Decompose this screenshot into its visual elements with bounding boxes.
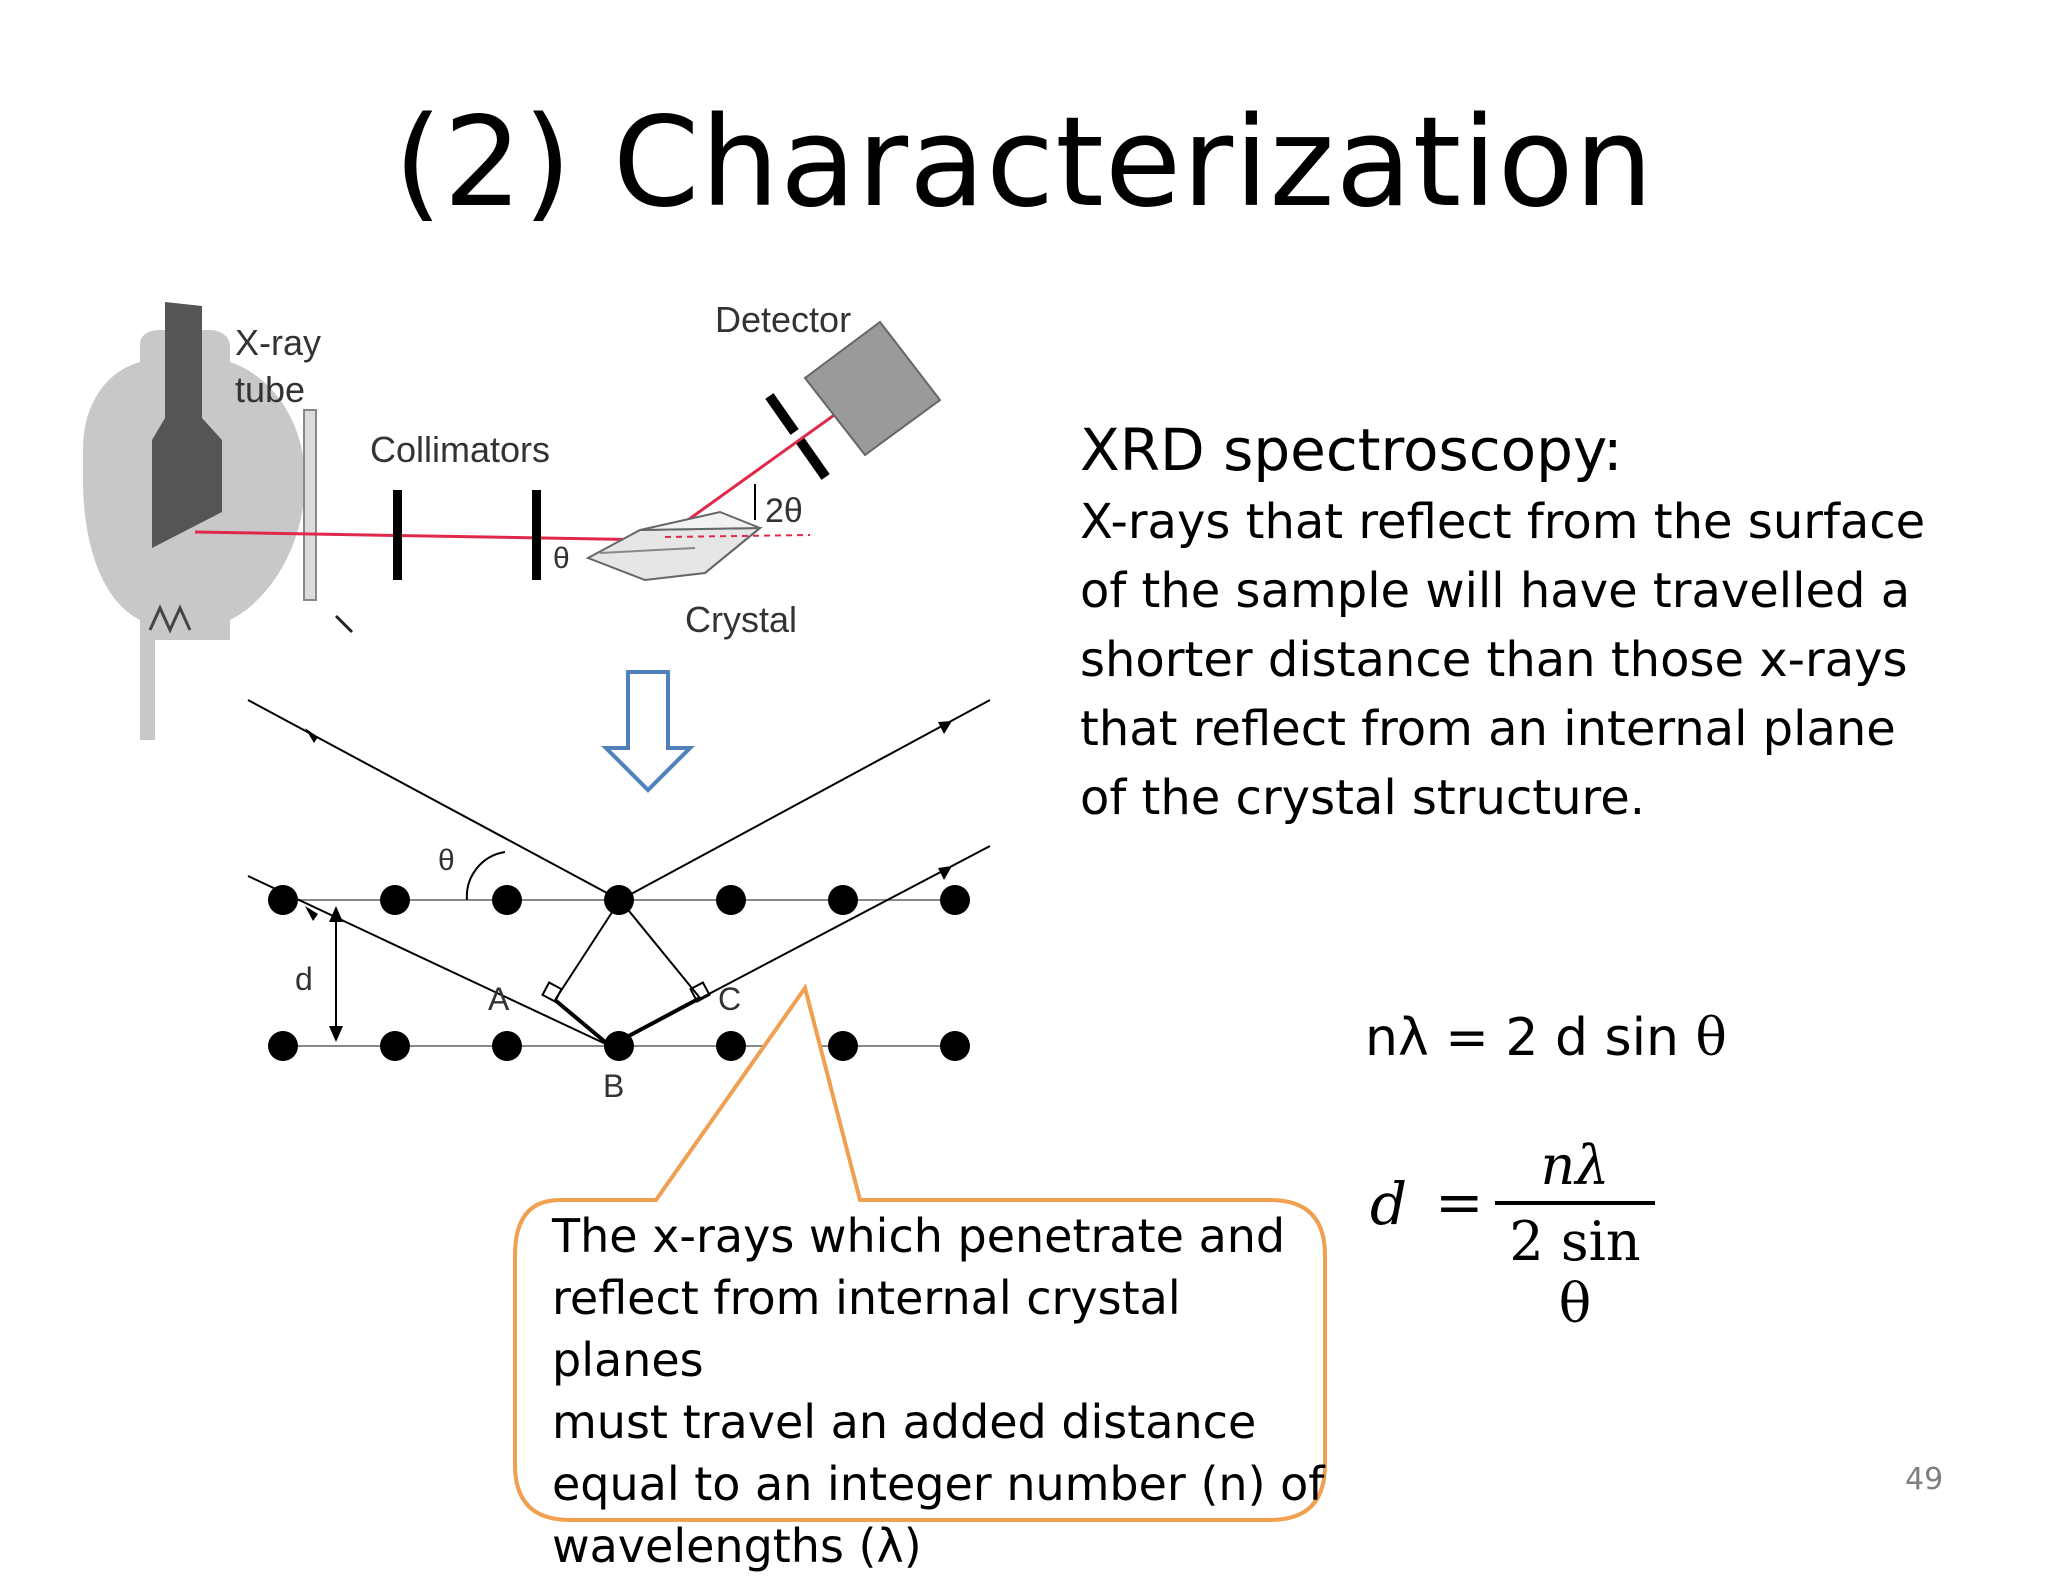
xray-tube-label-2: tube	[235, 369, 305, 410]
eq2-denominator: 2 sin θ	[1509, 1210, 1641, 1335]
point-a-label: A	[488, 981, 510, 1017]
reflected-rays	[609, 699, 991, 1048]
spacing-arrow	[329, 906, 343, 1042]
bragg-law-equation: nλ = 2 d sin θ	[1365, 1003, 1727, 1073]
d-spacing-equation: d = nλ 2 sin θ	[1365, 1135, 1685, 1335]
xray-tube	[83, 302, 354, 740]
callout-text: The x-rays which penetrate and reflect f…	[552, 1209, 1325, 1573]
crystal-label: Crystal	[685, 599, 797, 640]
detector-label: Detector	[715, 299, 851, 340]
callout-bubble	[513, 983, 1327, 1522]
reference-dashed-line	[664, 534, 811, 538]
xray-tube-cathode	[152, 302, 222, 548]
spacing-d-label: d	[295, 961, 313, 997]
crystal	[585, 510, 763, 582]
xrd-heading: XRD spectroscopy:	[1080, 416, 1623, 484]
bragg-law-theta: θ	[1695, 1008, 1727, 1068]
window-pointer-arrow	[334, 614, 354, 634]
collimators	[393, 490, 541, 580]
xray-tube-body	[83, 330, 305, 740]
eq2-numerator: nλ	[1540, 1134, 1610, 1197]
slide-title: (2) Characterization	[393, 91, 1655, 235]
tube-window	[303, 409, 317, 601]
xrd-diagram: X-ray tube Collimators Detector Crystal …	[83, 299, 1327, 1522]
down-arrow-icon	[601, 670, 695, 793]
eq2-fraction: nλ 2 sin θ	[1495, 1135, 1655, 1335]
wavefront-lines	[541, 899, 711, 1003]
atomic-planes	[268, 885, 970, 1061]
xrd-body: X-rays that reflect from the surface of …	[1080, 494, 1926, 826]
slide: (2) Characterization	[83, 91, 2000, 1573]
collimators-label: Collimators	[370, 429, 550, 470]
eq2-d: d	[1370, 1170, 1408, 1238]
two-theta-label: 2θ	[765, 492, 803, 530]
eq2-equals: =	[1435, 1168, 1484, 1236]
beam-theta-label: θ	[553, 542, 570, 575]
detector	[765, 320, 942, 480]
slide-number: 49	[1905, 1462, 1944, 1497]
bragg-theta-label: θ	[438, 844, 455, 877]
bragg-law-lhs: nλ = 2 d sin	[1365, 1008, 1680, 1068]
theta-angle-arc	[465, 851, 506, 901]
xrd-description: XRD spectroscopy: X-rays that reflect fr…	[1080, 412, 2000, 833]
incident-rays	[247, 699, 621, 1048]
filament-icon	[148, 604, 192, 634]
xray-tube-label-1: X-ray	[235, 322, 321, 363]
point-c-label: C	[718, 981, 741, 1017]
point-b-label: B	[603, 1068, 624, 1104]
eq2-fraction-bar	[1495, 1201, 1655, 1205]
